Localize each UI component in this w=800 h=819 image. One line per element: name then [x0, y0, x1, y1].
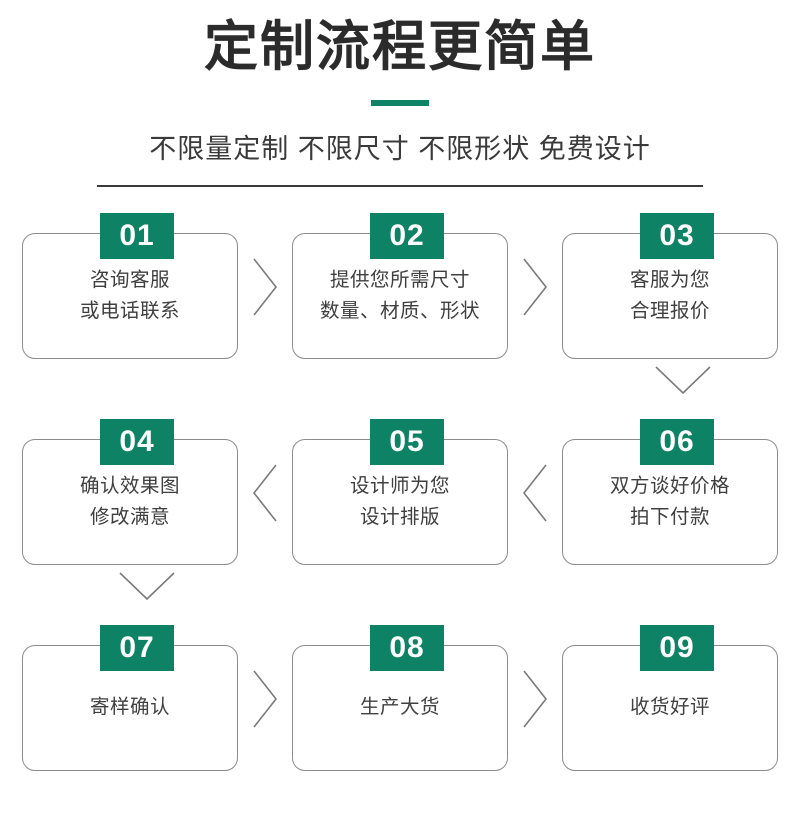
step-number-badge: 09 — [640, 624, 714, 671]
page-header: 定制流程更简单 不限量定制 不限尺寸 不限形状 免费设计 — [0, 0, 800, 187]
step-label: 收货好评 — [629, 696, 710, 719]
flow-row-1: 01 咨询客服 或电话联系 02 提供您所需尺寸 数量、材质、形状 03 客服为… — [0, 212, 800, 394]
chevron-left-icon — [238, 419, 292, 567]
step-label: 咨询客服 或电话联系 — [79, 269, 180, 322]
header-divider — [97, 184, 703, 187]
step-card-06[interactable]: 06 双方谈好价格 拍下付款 — [562, 418, 778, 565]
step-card-08[interactable]: 08 生产大货 — [292, 624, 508, 771]
step-card-body: 设计师为您 设计排版 — [292, 438, 508, 565]
chevron-left-icon — [508, 419, 562, 567]
step-number-badge: 06 — [640, 418, 714, 465]
step-card-02[interactable]: 02 提供您所需尺寸 数量、材质、形状 — [292, 212, 508, 359]
step-label: 寄样确认 — [89, 696, 170, 719]
process-flow-diagram: 01 咨询客服 或电话联系 02 提供您所需尺寸 数量、材质、形状 03 客服为… — [0, 212, 800, 773]
chevron-right-icon — [238, 625, 292, 773]
step-number-badge: 02 — [370, 212, 444, 259]
step-label: 双方谈好价格 拍下付款 — [609, 475, 730, 528]
step-number-badge: 05 — [370, 418, 444, 465]
page-title: 定制流程更简单 — [204, 17, 596, 77]
step-card-03[interactable]: 03 客服为您 合理报价 — [562, 212, 778, 359]
chevron-down-icon — [652, 363, 714, 397]
step-card-04[interactable]: 04 确认效果图 修改满意 — [22, 418, 238, 565]
step-label: 确认效果图 修改满意 — [79, 475, 180, 528]
step-card-07[interactable]: 07 寄样确认 — [22, 624, 238, 771]
chevron-right-icon — [508, 213, 562, 361]
step-card-05[interactable]: 05 设计师为您 设计排版 — [292, 418, 508, 565]
step-label: 生产大货 — [359, 696, 440, 719]
step-number-badge: 08 — [370, 624, 444, 671]
flow-row-3: 07 寄样确认 08 生产大货 09 收货好评 — [0, 624, 800, 773]
step-label: 客服为您 合理报价 — [629, 269, 710, 322]
step-label: 设计师为您 设计排版 — [349, 475, 450, 528]
step-card-09[interactable]: 09 收货好评 — [562, 624, 778, 771]
chevron-right-icon — [238, 213, 292, 361]
step-card-01[interactable]: 01 咨询客服 或电话联系 — [22, 212, 238, 359]
chevron-down-icon — [116, 569, 178, 603]
step-number-badge: 04 — [100, 418, 174, 465]
step-number-badge: 07 — [100, 624, 174, 671]
title-accent-bar — [371, 99, 429, 106]
chevron-right-icon — [508, 625, 562, 773]
flow-row-2: 04 确认效果图 修改满意 05 设计师为您 设计排版 06 双方谈好价格 拍下… — [0, 418, 800, 600]
page-subtitle: 不限量定制 不限尺寸 不限形状 免费设计 — [149, 133, 651, 164]
step-label: 提供您所需尺寸 数量、材质、形状 — [319, 269, 480, 322]
step-number-badge: 03 — [640, 212, 714, 259]
step-number-badge: 01 — [100, 212, 174, 259]
